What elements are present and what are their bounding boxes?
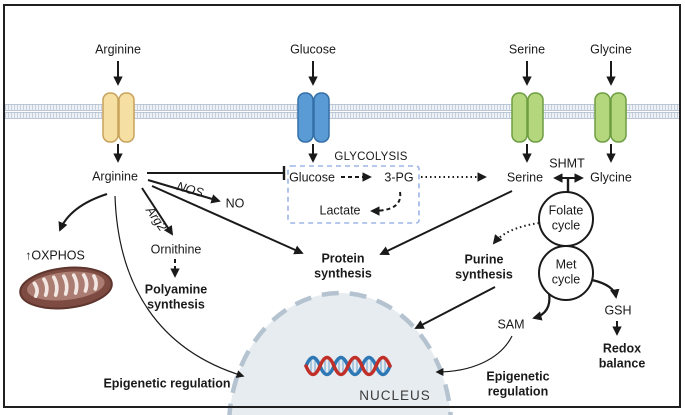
serine-transporter	[511, 92, 544, 143]
plasma-membrane	[5, 104, 680, 119]
glycolysis-box	[287, 165, 420, 224]
membrane-inner-leaflet	[5, 112, 680, 119]
glucose-transporter	[297, 92, 330, 143]
dna-helix-icon	[304, 355, 392, 377]
label-no: NO	[225, 196, 245, 211]
membrane-outer-leaflet	[5, 104, 680, 111]
label-sam: SAM	[497, 317, 525, 332]
label-3pg: 3-PG	[384, 170, 414, 185]
pathway-arrows: 3-PG (dashed) --> lactate (dashed curve)…	[58, 61, 622, 378]
label-protein-synthesis: Protein synthesis	[314, 251, 372, 280]
label-purine-synthesis: Purine synthesis	[455, 252, 513, 281]
mitochondrion-icon	[19, 266, 113, 310]
label-glycolysis: GLYCOLYSIS	[334, 151, 408, 164]
met-cycle-circle	[538, 245, 594, 301]
label-glucose-extracellular: Glucose	[290, 42, 336, 57]
arginine-transporter	[102, 92, 135, 143]
label-glycine-cytoplasm: Glycine	[590, 170, 632, 185]
label-polyamine-synthesis: Polyamine synthesis	[144, 282, 208, 311]
label-redox-balance: Redox balance	[598, 341, 646, 370]
label-epigenetic-regulation-left: Epigenetic regulation	[103, 376, 231, 391]
label-met-cycle: Met cycle	[551, 257, 581, 286]
nucleus	[227, 290, 453, 415]
glycine-transporter	[594, 92, 627, 143]
label-arginine-cytoplasm: Arginine	[92, 169, 138, 184]
up-arrow-icon: ↑	[25, 248, 32, 263]
label-folate-cycle: Folate cycle	[548, 203, 584, 232]
label-lactate: Lactate	[319, 203, 361, 218]
label-ornithine: Ornithine	[150, 242, 202, 257]
label-glycine-extracellular: Glycine	[590, 42, 632, 57]
label-glucose-cytoplasm: Glucose	[289, 170, 335, 185]
label-gsh: GSH	[604, 303, 632, 318]
label-arginine-extracellular: Arginine	[95, 42, 141, 57]
label-serine-cytoplasm: Serine	[506, 170, 544, 185]
label-nucleus: NUCLEUS	[359, 388, 431, 404]
label-serine-extracellular: Serine	[508, 42, 546, 57]
label-oxphos: ↑OXPHOS	[25, 248, 85, 263]
label-shmt: SHMT	[549, 156, 585, 171]
label-epigenetic-regulation-right: Epigenetic regulation	[486, 369, 550, 398]
